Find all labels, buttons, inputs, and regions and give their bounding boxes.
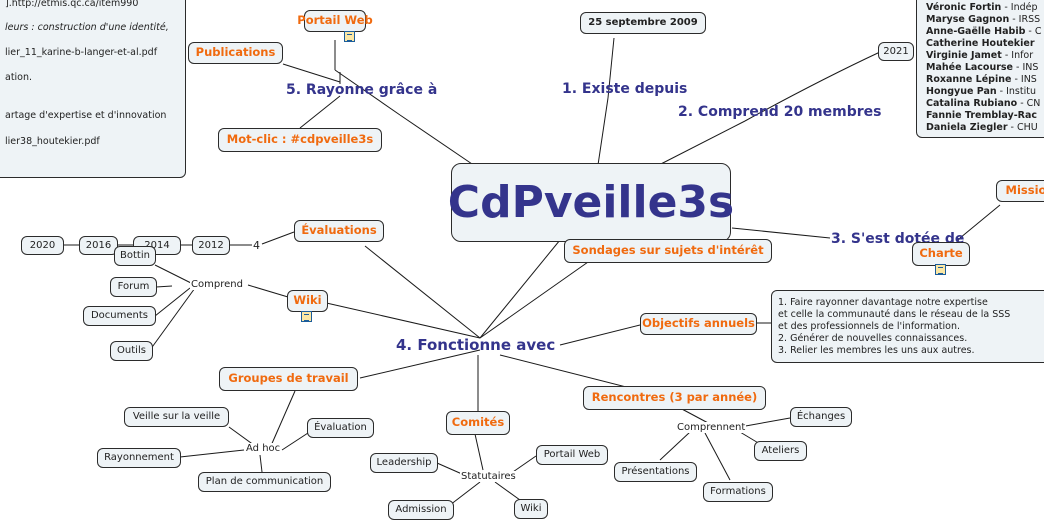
node-ateliers[interactable]: Ateliers: [754, 441, 807, 461]
member-entry: Daniela Ziegler - CHU: [926, 122, 1038, 133]
document-icon[interactable]: [301, 311, 312, 322]
node-forum[interactable]: Forum: [110, 277, 157, 297]
node-veille-sur-la-veille[interactable]: Veille sur la veille: [124, 407, 229, 427]
publication-line: lier_11_karine-b-langer-et-al.pdf: [5, 47, 158, 58]
node-comites[interactable]: Comités: [446, 411, 510, 435]
member-entry: Hongyue Pan - Institu: [926, 86, 1036, 97]
node-portail-web-comite[interactable]: Portail Web: [536, 445, 608, 465]
node-publications[interactable]: Publications: [188, 42, 283, 64]
branch-fonctionne-avec[interactable]: 4. Fonctionne avec: [396, 336, 556, 354]
publications-panel: ].http://etmis.qc.ca/item990 leurs : con…: [0, 0, 186, 178]
node-sondages[interactable]: Sondages sur sujets d'intérêt: [564, 239, 772, 263]
node-year-2016[interactable]: 2016: [79, 236, 118, 255]
node-mission[interactable]: Missio: [996, 180, 1044, 202]
publication-line: leurs : construction d'une identité,: [5, 22, 169, 33]
node-year-2020[interactable]: 2020: [21, 236, 64, 255]
member-entry: Virginie Jamet - Infor: [926, 50, 1034, 61]
member-entry: Maryse Gagnon - IRSS: [926, 14, 1041, 25]
member-entry: Catalina Rubiano - CN: [926, 98, 1041, 109]
node-admission[interactable]: Admission: [388, 500, 454, 520]
center-topic[interactable]: CdPveille3s: [448, 163, 734, 242]
publication-line: ].http://etmis.qc.ca/item990: [5, 0, 139, 9]
member-entry: Mahée Lacourse - INS: [926, 62, 1039, 73]
node-objectifs-annuels[interactable]: Objectifs annuels: [640, 313, 757, 335]
member-entry: Anne-Gaëlle Habib - C: [926, 26, 1042, 37]
node-bottin[interactable]: Bottin: [114, 246, 156, 266]
member-entry: Catherine Houtekier: [926, 38, 1035, 49]
node-leadership[interactable]: Leadership: [370, 453, 438, 473]
node-groupes-de-travail[interactable]: Groupes de travail: [219, 367, 358, 391]
objectif-line: 2. Générer de nouvelles connaissances.: [778, 333, 968, 344]
member-entry: Fannie Tremblay-Rac: [926, 110, 1038, 121]
node-echanges[interactable]: Échanges: [790, 407, 852, 427]
node-year-2021[interactable]: 2021: [878, 42, 914, 61]
document-icon[interactable]: [344, 31, 355, 42]
objectif-line: 1. Faire rayonner davantage notre expert…: [778, 297, 988, 308]
adhoc-label: Ad hoc: [245, 443, 282, 454]
node-formations[interactable]: Formations: [703, 482, 773, 502]
member-entry: Véronic Fortin - Indép: [926, 2, 1038, 13]
wiki-comprend-label: Comprend: [190, 279, 244, 290]
objectifs-panel: 1. Faire rayonner davantage notre expert…: [771, 290, 1044, 363]
publication-line: lier38_houtekier.pdf: [5, 136, 100, 147]
statutaires-label: Statutaires: [460, 471, 517, 482]
node-motclic[interactable]: Mot-clic : #cdpveille3s: [218, 128, 382, 152]
objectif-line: 3. Relier les membres les uns aux autres…: [778, 345, 975, 356]
node-rencontres[interactable]: Rencontres (3 par année): [583, 386, 766, 410]
publication-line: artage d'expertise et d'innovation: [5, 110, 167, 121]
node-plan-de-communication[interactable]: Plan de communication: [198, 472, 331, 492]
node-evaluation[interactable]: Évaluation: [307, 418, 374, 438]
node-wiki-comite[interactable]: Wiki: [514, 499, 548, 519]
node-year-2012[interactable]: 2012: [192, 236, 230, 255]
node-rayonnement[interactable]: Rayonnement: [97, 448, 181, 468]
objectif-line: et celle la communauté dans le réseau de…: [778, 309, 1011, 320]
node-outils[interactable]: Outils: [110, 341, 153, 361]
node-evaluations[interactable]: Évaluations: [294, 220, 384, 242]
evaluations-count: 4: [252, 239, 261, 252]
document-icon[interactable]: [935, 264, 946, 275]
node-date[interactable]: 25 septembre 2009: [580, 12, 706, 34]
branch-rayonne-grace-a[interactable]: 5. Rayonne grâce à: [286, 82, 438, 98]
node-wiki[interactable]: Wiki: [287, 290, 328, 312]
branch-existe-depuis[interactable]: 1. Existe depuis: [562, 81, 688, 97]
publication-line: ation.: [5, 72, 33, 83]
node-documents[interactable]: Documents: [83, 306, 156, 326]
branch-comprend-membres[interactable]: 2. Comprend 20 membres: [678, 104, 882, 120]
comprennent-label: Comprennent: [676, 422, 747, 433]
objectif-line: et des professionnels de l'information.: [778, 321, 961, 332]
members-panel: Véronic Fortin - Indép Maryse Gagnon - I…: [916, 0, 1044, 138]
node-portail-web[interactable]: Portail Web: [297, 10, 373, 32]
member-entry: Roxanne Lépine - INS: [926, 74, 1037, 85]
node-charte[interactable]: Charte: [912, 242, 970, 266]
node-presentations[interactable]: Présentations: [614, 462, 697, 482]
